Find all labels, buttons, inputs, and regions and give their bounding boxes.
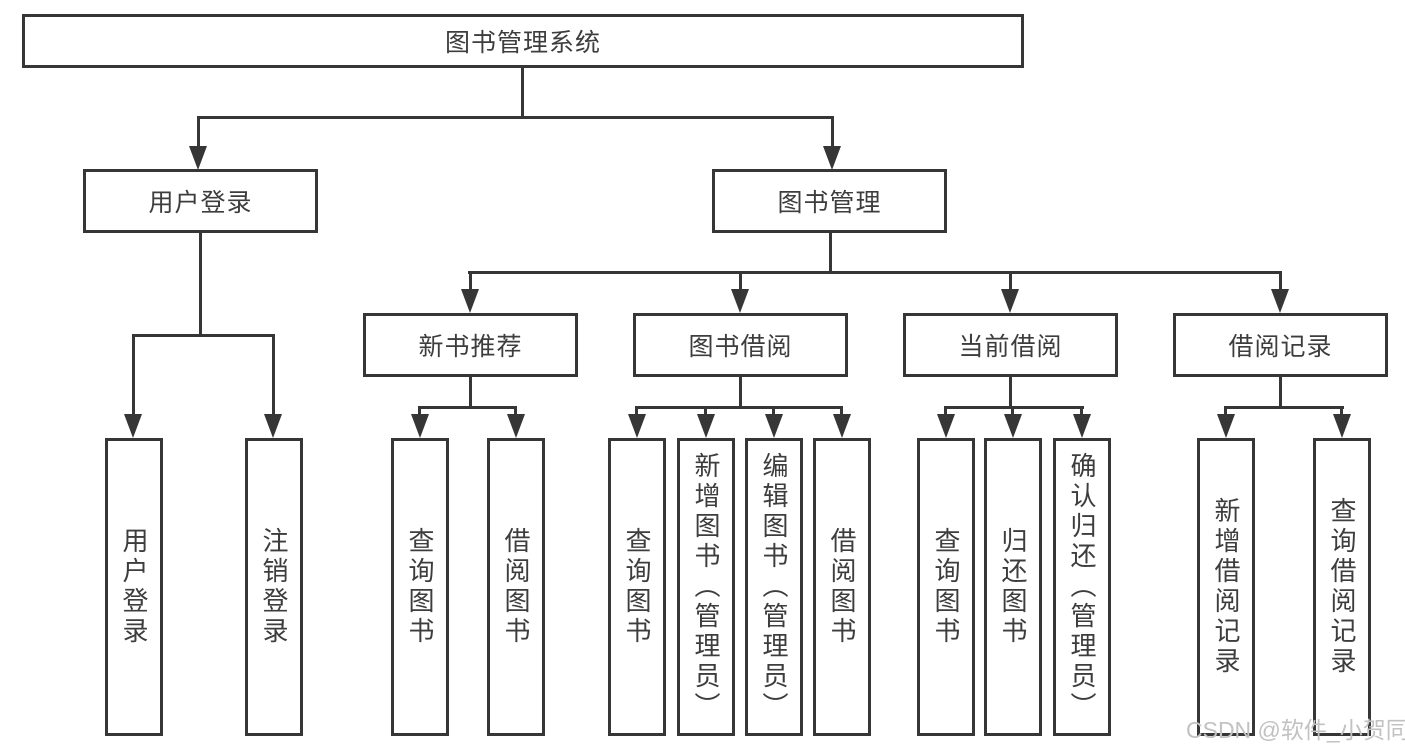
connector-newbook-rail xyxy=(418,406,517,409)
connector-newbook-drop-2 xyxy=(514,406,517,418)
arrow-down-icon xyxy=(1333,414,1351,438)
arrow-down-icon xyxy=(189,146,207,170)
connector-borrow-drop-1 xyxy=(635,406,638,418)
leaf-records-add-record: 新增借阅记录 xyxy=(1197,438,1255,736)
connector-mgmt-drop-2 xyxy=(739,271,742,293)
leaf-logout: 注销登录 xyxy=(245,438,303,736)
arrow-down-icon xyxy=(1271,289,1289,313)
arrow-down-icon xyxy=(697,414,715,438)
node-user-login: 用户登录 xyxy=(83,169,318,233)
connector-borrow-drop-2 xyxy=(704,406,707,418)
connector-current-drop-1 xyxy=(944,406,947,418)
connector-records-drop-1 xyxy=(1224,406,1227,418)
connector-login-drop-2 xyxy=(272,334,275,416)
connector-mgmt-drop-4 xyxy=(1279,271,1282,293)
leaf-newbook-borrow-books: 借阅图书 xyxy=(487,438,545,736)
connector-login-stem xyxy=(199,233,202,336)
node-borrow-records: 借阅记录 xyxy=(1173,313,1388,377)
connector-records-rail xyxy=(1224,406,1344,409)
connector-newbook-stem xyxy=(469,377,472,409)
leaf-records-query-record: 查询借阅记录 xyxy=(1313,438,1371,736)
leaf-borrow-add-books-admin: 新增图书（管理员） xyxy=(677,438,735,736)
arrow-down-icon xyxy=(264,414,282,438)
arrow-down-icon xyxy=(765,414,783,438)
connector-root-rail xyxy=(197,116,834,119)
connector-borrow-drop-4 xyxy=(840,406,843,418)
leaf-current-query-books: 查询图书 xyxy=(917,438,975,736)
connector-current-drop-2 xyxy=(1011,406,1014,418)
arrow-down-icon xyxy=(1073,414,1091,438)
csdn-watermark: CSDN @软件_小贺同学 xyxy=(1186,717,1405,743)
arrow-down-icon xyxy=(1001,289,1019,313)
connector-mgmt-stem xyxy=(829,233,832,274)
arrow-down-icon xyxy=(411,414,429,438)
leaf-user-login: 用户登录 xyxy=(105,438,163,736)
node-book-management: 图书管理 xyxy=(712,169,947,233)
connector-mgmt-rail xyxy=(468,271,1282,274)
arrow-down-icon xyxy=(461,289,479,313)
node-library-system: 图书管理系统 xyxy=(22,14,1024,68)
connector-borrow-rail xyxy=(635,406,843,409)
node-book-borrow: 图书借阅 xyxy=(633,313,848,377)
node-current-borrow: 当前借阅 xyxy=(903,313,1118,377)
connector-mgmt-drop-1 xyxy=(469,271,472,293)
leaf-newbook-query-books: 查询图书 xyxy=(391,438,449,736)
arrow-down-icon xyxy=(1217,414,1235,438)
leaf-current-confirm-return-admin: 确认归还（管理员） xyxy=(1053,438,1111,736)
connector-newbook-drop-1 xyxy=(418,406,421,418)
connector-root-drop-left xyxy=(197,116,200,148)
connector-root-drop-right xyxy=(831,116,834,148)
connector-root-stem xyxy=(521,68,524,119)
arrow-down-icon xyxy=(507,414,525,438)
connector-records-drop-2 xyxy=(1340,406,1343,418)
connector-login-drop-1 xyxy=(132,334,135,416)
node-new-book-recommend: 新书推荐 xyxy=(363,313,578,377)
leaf-current-return-books: 归还图书 xyxy=(984,438,1042,736)
connector-borrow-drop-3 xyxy=(772,406,775,418)
connector-records-stem xyxy=(1279,377,1282,409)
connector-login-rail xyxy=(132,334,275,337)
arrow-down-icon xyxy=(1004,414,1022,438)
arrow-down-icon xyxy=(937,414,955,438)
leaf-borrow-borrow-books: 借阅图书 xyxy=(813,438,871,736)
arrow-down-icon xyxy=(833,414,851,438)
arrow-down-icon xyxy=(731,289,749,313)
connector-borrow-stem xyxy=(739,377,742,409)
connector-current-rail xyxy=(944,406,1084,409)
connector-mgmt-drop-3 xyxy=(1009,271,1012,293)
connector-current-drop-3 xyxy=(1080,406,1083,418)
arrow-down-icon xyxy=(124,414,142,438)
arrow-down-icon xyxy=(823,146,841,170)
leaf-borrow-query-books: 查询图书 xyxy=(608,438,666,736)
leaf-borrow-edit-books-admin: 编辑图书（管理员） xyxy=(745,438,803,736)
arrow-down-icon xyxy=(628,414,646,438)
connector-current-stem xyxy=(1009,377,1012,409)
